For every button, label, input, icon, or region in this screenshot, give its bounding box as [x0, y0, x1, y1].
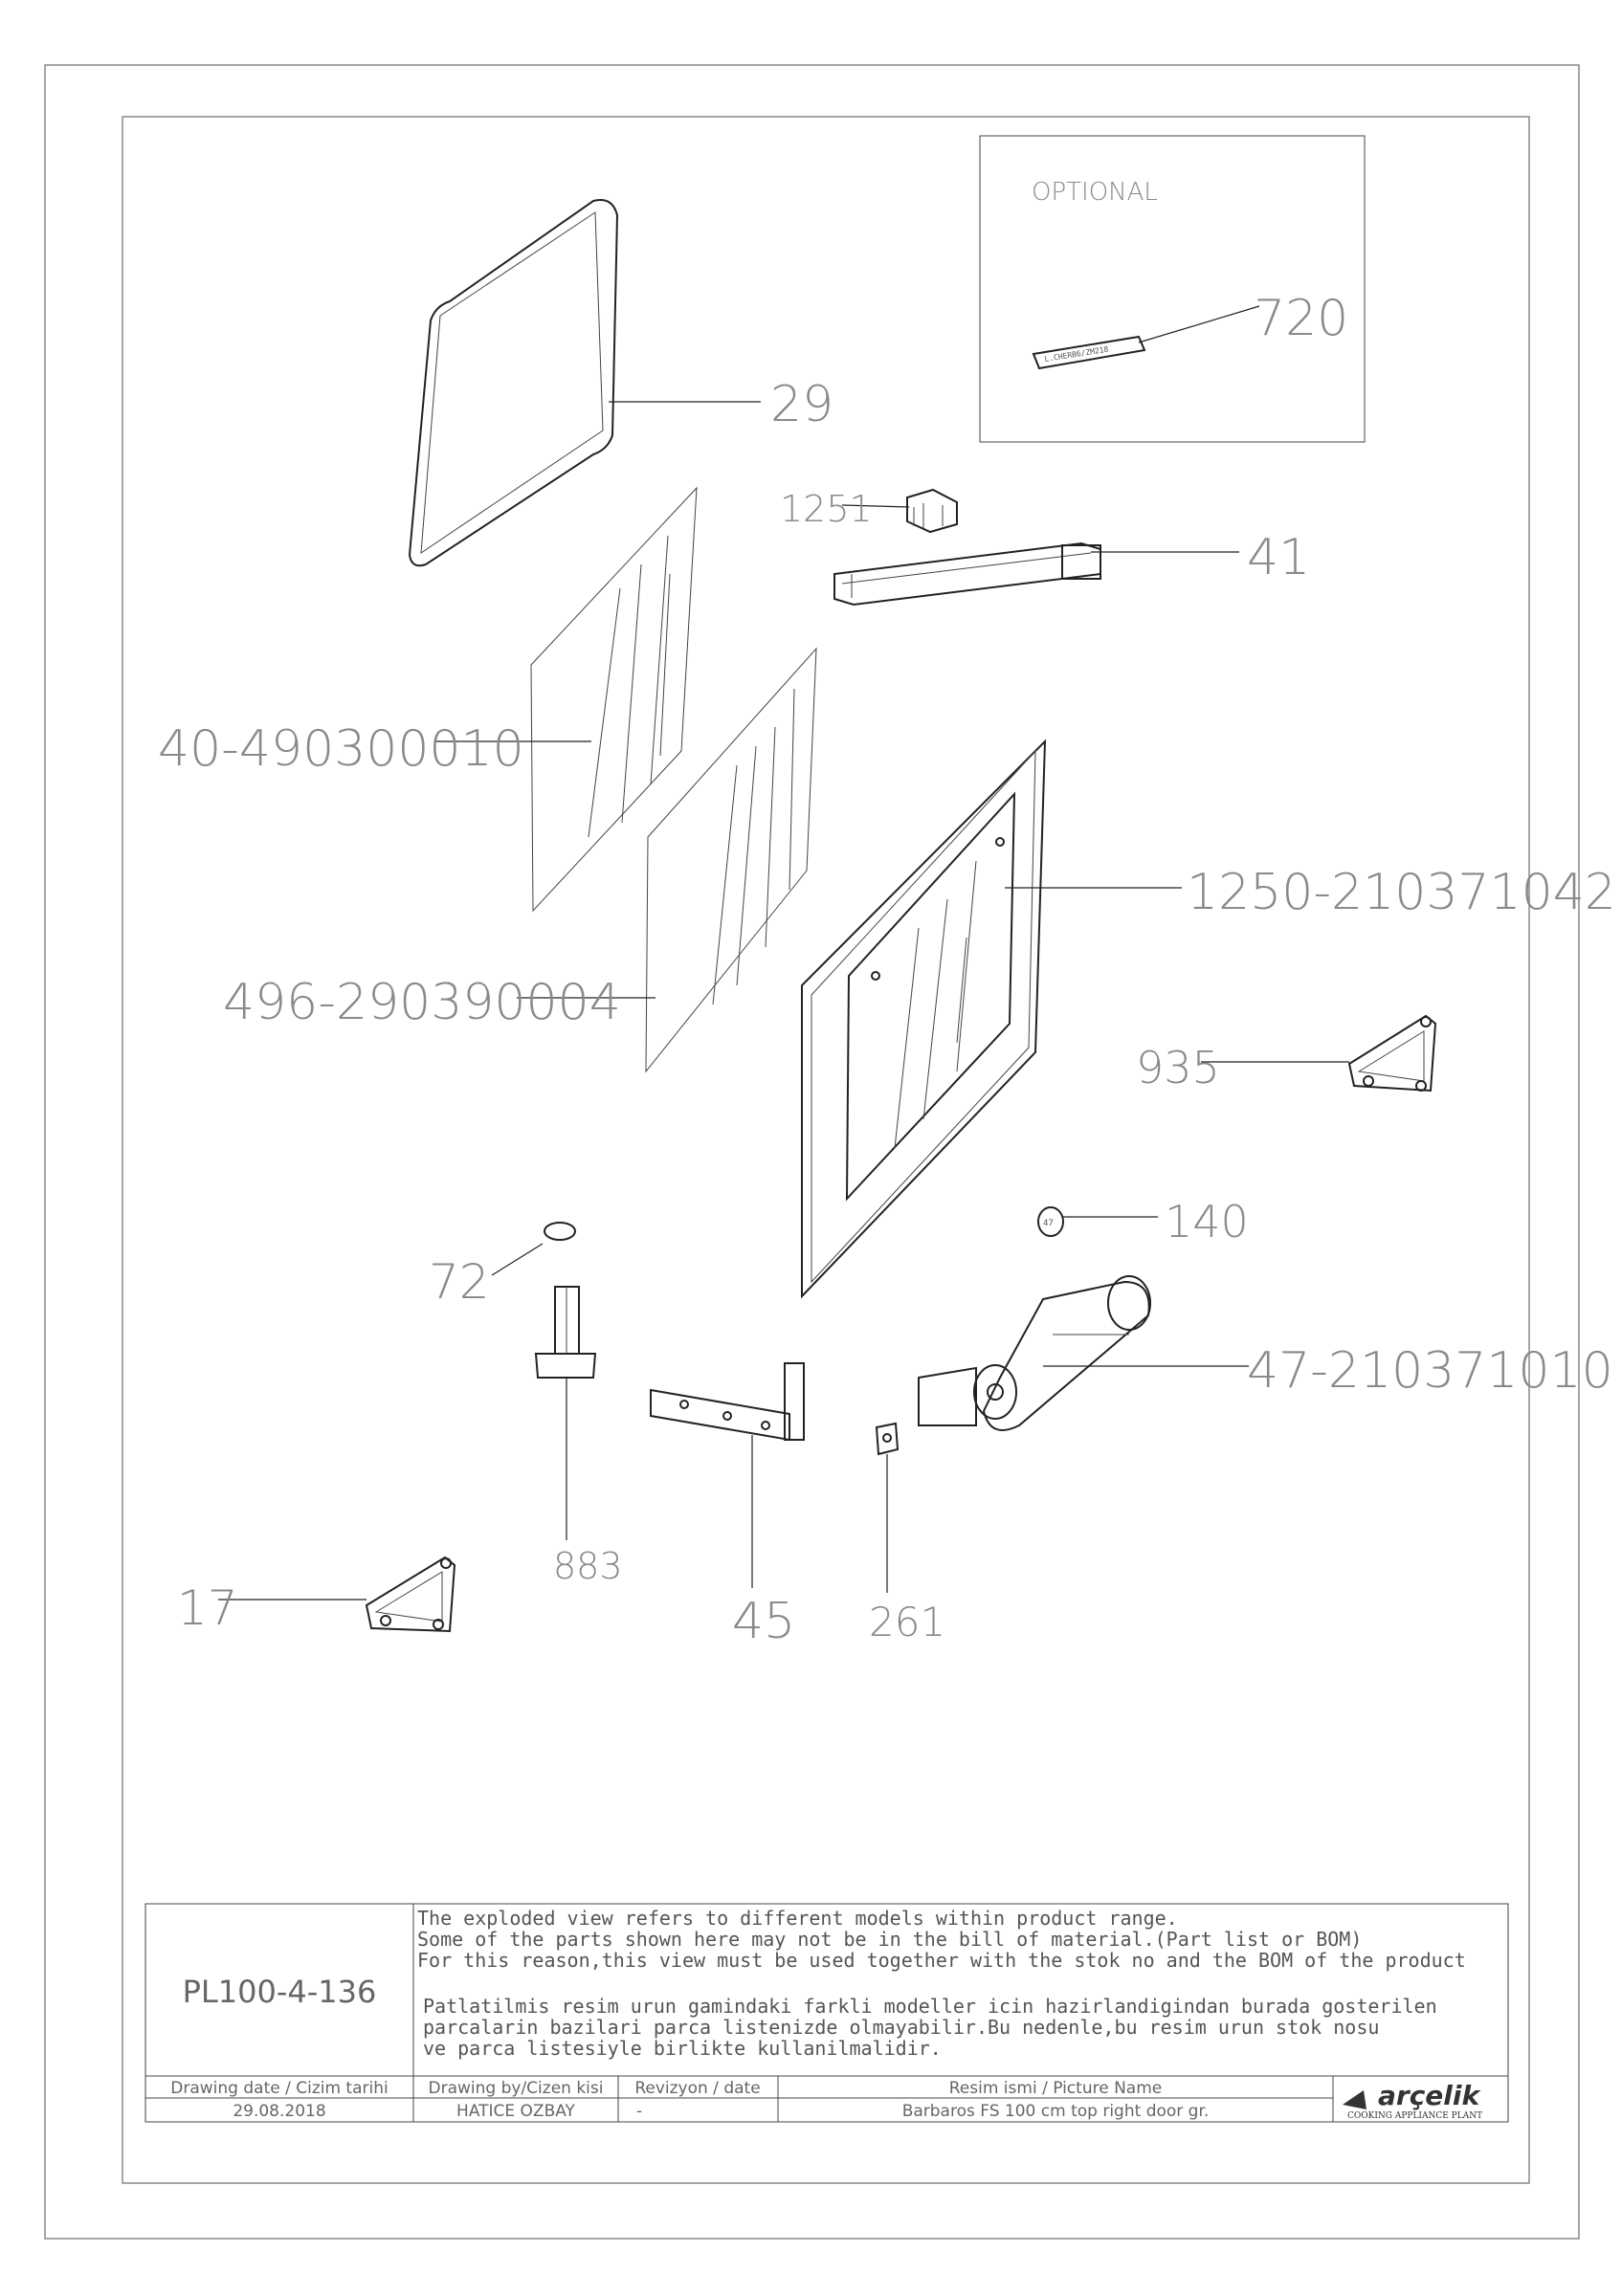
value-picture-name: Barbaros FS 100 cm top right door gr. [902, 2102, 1210, 2121]
inner-border [122, 116, 1530, 2184]
callout-72: 72 [429, 1254, 490, 1310]
logo-brand: arçelik [1378, 2080, 1481, 2111]
note-tr-line-2: parcalarin bazilari parca listenizde olm… [423, 2016, 1379, 2039]
note-tr-line-3: ve parca listesiyle birlikte kullanilmal… [423, 2037, 942, 2060]
callout-29: 29 [770, 376, 833, 433]
callout-45: 45 [732, 1593, 795, 1650]
header-picture-name: Resim ismi / Picture Name [949, 2079, 1162, 2098]
callout-47: 47-210371010 [1247, 1342, 1613, 1400]
part-47-handle [918, 1275, 1151, 1431]
part-261-plate [875, 1422, 900, 1456]
part-720-badge: L.CHERB6/ZM218 [1032, 335, 1146, 370]
note-en-line-2: Some of the parts shown here may not be … [417, 1928, 1362, 1951]
callout-935: 935 [1136, 1042, 1220, 1093]
part-883-rod [534, 1286, 597, 1379]
note-en-line-1: The exploded view refers to different mo… [417, 1907, 1178, 1930]
note-tr-line-1: Patlatilmis resim urun gamindaki farkli … [423, 1995, 1437, 2018]
drawing-number: PL100-4-136 [183, 1974, 377, 2010]
part-1250-door-panel [801, 739, 1047, 1299]
callout-720: 720 [1254, 290, 1348, 347]
value-revision: - [636, 2102, 642, 2121]
part-17-bracket [365, 1556, 456, 1633]
part-72-ring [544, 1222, 576, 1241]
svg-text:47: 47 [1043, 1219, 1054, 1228]
arcelik-logo: arçelik COOKING APPLIANCE PLANT [1343, 2080, 1482, 2121]
callout-261: 261 [869, 1599, 945, 1645]
callout-40: 40-490300010 [158, 720, 524, 778]
header-drawing-by: Drawing by/Cizen kisi [429, 2079, 604, 2098]
callout-883: 883 [553, 1545, 623, 1587]
callout-140: 140 [1165, 1196, 1249, 1247]
optional-box: OPTIONAL L.CHERB6/ZM218 720 [979, 135, 1366, 443]
optional-title: OPTIONAL [1032, 178, 1158, 207]
title-block: PL100-4-136 The exploded view refers to … [144, 1903, 1509, 2123]
note-en-line-3: For this reason,this view must be used t… [417, 1949, 1466, 1972]
part-41-rail [833, 541, 1101, 607]
part-496-glass [645, 647, 817, 1073]
callout-41: 41 [1247, 529, 1310, 586]
logo-subtitle: COOKING APPLIANCE PLANT [1347, 2111, 1482, 2121]
callout-1250: 1250-210371042 [1187, 864, 1616, 921]
part-45-hinge [650, 1362, 805, 1442]
callout-496: 496-290390004 [223, 974, 621, 1031]
part-1251-clip [906, 488, 958, 534]
value-drawing-by: HATICE OZBAY [456, 2102, 576, 2121]
header-drawing-date: Drawing date / Cizim tarihi [170, 2079, 388, 2098]
callout-1251: 1251 [780, 488, 873, 530]
part-29-gasket [408, 199, 619, 567]
callout-17: 17 [177, 1580, 238, 1636]
part-140-disc: 47 [1037, 1206, 1064, 1237]
header-revision: Revizyon / date [634, 2079, 760, 2098]
part-935-bracket [1347, 1014, 1437, 1093]
outer-border [44, 64, 1580, 2240]
value-drawing-date: 29.08.2018 [233, 2102, 325, 2121]
part-40-glass [530, 486, 698, 913]
